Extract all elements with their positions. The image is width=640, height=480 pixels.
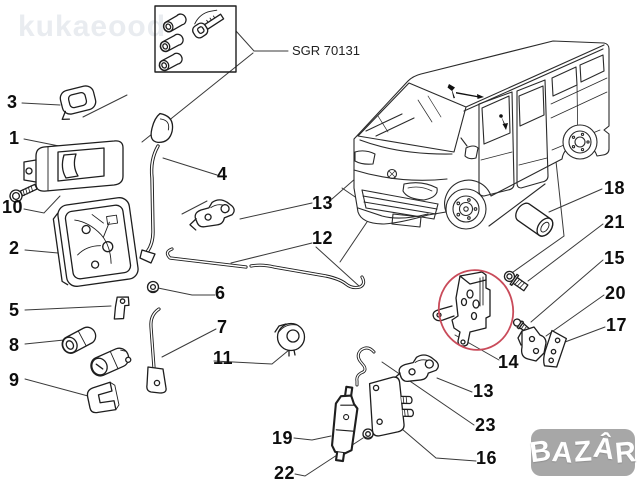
part-22-nut	[362, 428, 374, 440]
part-label-20: 20	[605, 283, 627, 303]
part-10-screw	[9, 183, 38, 203]
part-label-21: 21	[604, 212, 626, 232]
part-12-rods	[165, 247, 366, 290]
part-5-clip	[113, 296, 130, 320]
part-label-22: 22	[274, 463, 296, 480]
part-label-14: 14	[498, 352, 520, 372]
part-label-18: 18	[604, 178, 626, 198]
part-label-9: 9	[9, 370, 20, 390]
part-19-actuator	[330, 385, 359, 463]
part-label-10: 10	[2, 197, 24, 217]
part-label-6: 6	[215, 283, 226, 303]
part-18-cylinder	[515, 202, 554, 237]
lock-cylinder-small-1	[162, 13, 187, 33]
van-front-wheel	[445, 188, 487, 230]
part-label-3: 3	[7, 92, 18, 112]
part-13-latch-upper	[186, 197, 237, 232]
bazar-logo-letter: Z	[573, 435, 593, 469]
part-20-bracket	[517, 326, 547, 362]
key-kit-box	[154, 5, 237, 73]
legend-code-label: SGR 70131	[292, 43, 360, 58]
bazar-logo-letter: B	[528, 434, 554, 470]
part-14-door-latch	[432, 271, 491, 347]
part-4-lever	[139, 112, 174, 264]
bazar-logo-letter: R	[613, 436, 638, 470]
bazar-logo-letter: Â	[591, 431, 617, 467]
part-label-13: 13	[312, 193, 334, 213]
part-label-13: 13	[473, 381, 495, 401]
highlight-circle	[437, 269, 515, 351]
part-label-1: 1	[9, 128, 20, 148]
handle-position-markers	[447, 84, 508, 130]
part-8-lock-cylinders	[61, 326, 132, 377]
part-2-backplate	[52, 197, 139, 287]
part-label-23: 23	[475, 415, 497, 435]
watermark-text: kukaeood	[18, 10, 167, 43]
van-rear-wheel	[562, 124, 598, 160]
part-label-5: 5	[9, 300, 20, 320]
part-label-2: 2	[9, 238, 20, 258]
part-9-clip	[86, 381, 120, 414]
part-label-12: 12	[312, 228, 334, 248]
part-21-bolt	[503, 270, 529, 292]
part-23-hook-rod	[355, 346, 376, 387]
lock-cylinder-small-2	[159, 33, 184, 53]
part-7-rod	[146, 307, 167, 394]
part-label-17: 17	[606, 315, 628, 335]
part-17-plate	[543, 329, 568, 368]
part-1-interior-handle	[23, 140, 124, 192]
part-16-lock-plate	[368, 376, 414, 437]
part-label-7: 7	[217, 317, 228, 337]
part-label-4: 4	[217, 164, 228, 184]
leader-lines	[21, 30, 606, 477]
part-3-bezel	[59, 85, 97, 121]
part-label-16: 16	[476, 448, 498, 468]
part-label-11: 11	[213, 348, 234, 368]
key-set	[192, 9, 225, 39]
van-illustration	[353, 40, 610, 230]
bazar-logo-letter: A	[550, 436, 575, 470]
lock-cylinder-small-3	[158, 52, 183, 72]
parts-drawings	[9, 5, 568, 463]
part-11-lock-knob	[274, 322, 306, 357]
part-label-15: 15	[604, 248, 626, 268]
part-label-19: 19	[272, 428, 294, 448]
part-label-8: 8	[9, 335, 20, 355]
part-6-grommet	[146, 280, 160, 294]
